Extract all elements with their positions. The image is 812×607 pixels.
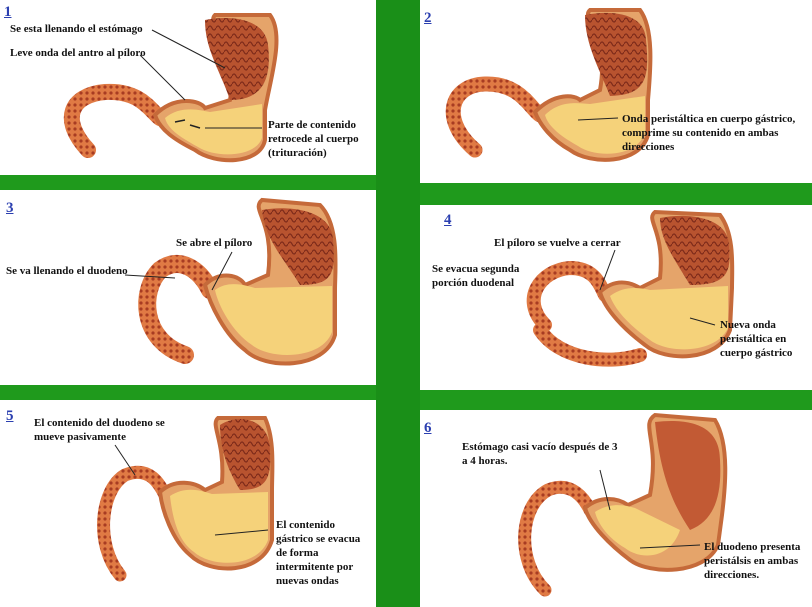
panel-6-label-empty: Estómago casi vacío después de 3 a 4 hor…: [462, 441, 618, 467]
panel-2-illustration: [445, 8, 653, 162]
panel-1-label-wave: Leve onda del antro al píloro: [10, 47, 146, 59]
panel-1-label-filling: Se esta llenando el estómago: [10, 23, 143, 35]
panel-2-number: 2: [424, 10, 432, 26]
panel-6-label-duodenum-peristalsis: El duodeno presenta peristálsis en ambas…: [704, 541, 801, 581]
panel-5-illustration: [97, 416, 275, 582]
panel-4-label-pylorus-close: El píloro se vuelve a cerrar: [494, 237, 621, 249]
panel-4-label-new-wave: Nueva onda peristáltica en cuerpo gástri…: [720, 319, 793, 359]
panel-3-number: 3: [6, 200, 14, 216]
panel-6-illustration: [518, 412, 728, 597]
panel-1-illustration: [63, 13, 279, 163]
panel-6-number: 6: [424, 420, 432, 436]
panel-4-illustration: [526, 209, 735, 367]
panel-5-label-passive: El contenido del duodeno se mueve pasiva…: [34, 417, 165, 443]
panel-1-label-retro: Parte de contenido retrocede al cuerpo (…: [268, 119, 359, 159]
panel-4-label-evacuates: Se evacua segunda porción duodenal: [432, 263, 520, 289]
panel-5-number: 5: [6, 408, 14, 424]
panel-1-number: 1: [4, 4, 12, 20]
panel-3-label-duodenum-filling: Se va llenando el duodeno: [6, 265, 128, 277]
panel-2-label-peristaltic: Onda peristáltica en cuerpo gástrico, co…: [622, 113, 796, 153]
separator-band: [376, 0, 420, 607]
panel-3-illustration: [124, 197, 338, 366]
panel-3-label-pylorus-open: Se abre el píloro: [176, 237, 253, 249]
panel-5-label-gastric-evac: El contenido gástrico se evacua de forma…: [276, 519, 361, 587]
panel-4-number: 4: [444, 212, 452, 228]
